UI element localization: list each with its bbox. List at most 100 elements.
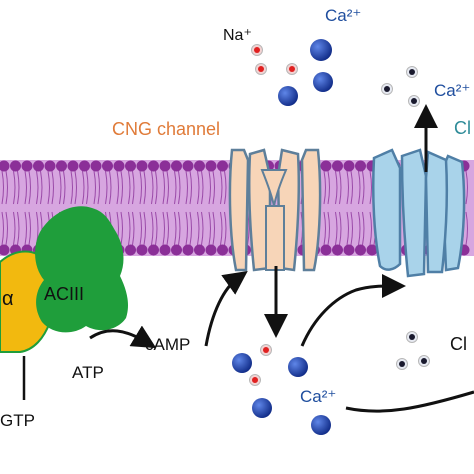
na-ion-core <box>254 47 260 53</box>
lipid-head <box>332 160 343 172</box>
lipid-tail <box>36 170 39 205</box>
lipid-tail <box>162 170 165 205</box>
lipid-tail <box>174 211 177 246</box>
lipid-tail <box>47 170 50 205</box>
lipid-head <box>343 160 355 172</box>
lipid-tail <box>362 211 365 246</box>
lipid-tail <box>86 170 89 205</box>
lipid-tail <box>212 170 215 205</box>
lipid-head <box>194 244 205 256</box>
lipid-tail <box>132 211 135 246</box>
lipid-tail <box>162 211 165 246</box>
lipid-head <box>217 244 228 256</box>
atp-label: ATP <box>72 363 104 382</box>
lipid-tail <box>17 211 20 246</box>
lipid-head <box>217 160 228 172</box>
ca-ion <box>278 86 298 106</box>
ca-ion <box>313 72 333 92</box>
lipid-tail <box>335 211 338 246</box>
lipid-head <box>171 244 182 256</box>
lipid-tail <box>197 211 200 246</box>
na-ion-core <box>252 377 258 383</box>
lipid-head <box>366 244 378 256</box>
ions <box>232 39 430 435</box>
lipid-tail <box>166 170 169 205</box>
lipid-tail <box>350 170 353 205</box>
lipid-tail <box>465 211 468 246</box>
na-ion-core <box>263 347 269 353</box>
lipid-tail <box>185 211 188 246</box>
lipid-tail <box>120 211 123 246</box>
lipid-tail <box>339 170 342 205</box>
lipid-head <box>171 160 182 172</box>
lipid-tail <box>40 170 43 205</box>
lipid-head <box>148 160 159 172</box>
lipid-tail <box>82 170 85 205</box>
lipid-tail <box>208 170 211 205</box>
lipid-tail <box>128 170 131 205</box>
lipid-tail <box>28 211 31 246</box>
arrow-camp-to-cng <box>204 271 248 347</box>
lipid-tail <box>24 170 27 205</box>
lipid-head <box>136 160 148 172</box>
cl-ion-core <box>409 69 415 75</box>
aciii-label: ACIII <box>44 284 84 304</box>
arrow-ca-to-cl-channel <box>300 274 406 347</box>
ca-ion <box>311 415 331 435</box>
lipid-tail <box>93 170 96 205</box>
gtp-label: GTP <box>0 411 35 430</box>
lipid-tail <box>139 211 142 246</box>
lipid-head <box>125 244 136 256</box>
ca-ion <box>310 39 332 61</box>
ca-ion <box>288 357 308 377</box>
lipid-tail <box>189 170 192 205</box>
lipid-head <box>182 244 194 256</box>
lipid-tail <box>362 170 365 205</box>
lipid-tail <box>201 170 204 205</box>
lipid-tail <box>5 211 8 246</box>
lipid-tail <box>151 170 154 205</box>
lipid-head <box>90 160 102 172</box>
ca-ion <box>252 398 272 418</box>
lipid-tail <box>212 211 215 246</box>
lipid-tail <box>185 170 188 205</box>
lipid-tail <box>166 211 169 246</box>
ca-label-bottom: Ca²⁺ <box>300 387 336 406</box>
lipid-tail <box>178 170 181 205</box>
camp-label: cAMP <box>145 335 190 354</box>
lipid-tail <box>327 170 330 205</box>
lipid-tail <box>116 170 119 205</box>
na-ion-core <box>258 66 264 72</box>
lipid-tail <box>350 211 353 246</box>
lipid-tail <box>208 211 211 246</box>
lipid-tail <box>224 211 227 246</box>
lipid-tail <box>28 170 31 205</box>
lipid-head <box>33 160 44 172</box>
lipid-head <box>21 160 33 172</box>
lipid-head <box>194 160 205 172</box>
lipid-tail <box>51 170 54 205</box>
lipid-tail <box>139 170 142 205</box>
lipid-tail <box>224 170 227 205</box>
lipid-tail <box>178 211 181 246</box>
aciii-enzyme <box>35 206 128 333</box>
lipid-tail <box>97 170 100 205</box>
lipid-tail <box>369 211 372 246</box>
lipid-head <box>0 160 10 172</box>
lipid-tail <box>24 211 27 246</box>
lipid-tail <box>174 170 177 205</box>
lipid-tail <box>358 170 361 205</box>
lipid-head <box>320 244 332 256</box>
lipid-tail <box>155 211 158 246</box>
lipid-tail <box>128 211 131 246</box>
lipid-head <box>125 160 136 172</box>
ca-label-top: Ca²⁺ <box>325 6 361 25</box>
lipid-head <box>159 244 171 256</box>
lipid-tail <box>1 170 4 205</box>
lipid-head <box>159 160 171 172</box>
lipid-tail <box>220 211 223 246</box>
ca-ion <box>232 353 252 373</box>
lipid-tail <box>151 211 154 246</box>
lipid-head <box>0 244 10 256</box>
